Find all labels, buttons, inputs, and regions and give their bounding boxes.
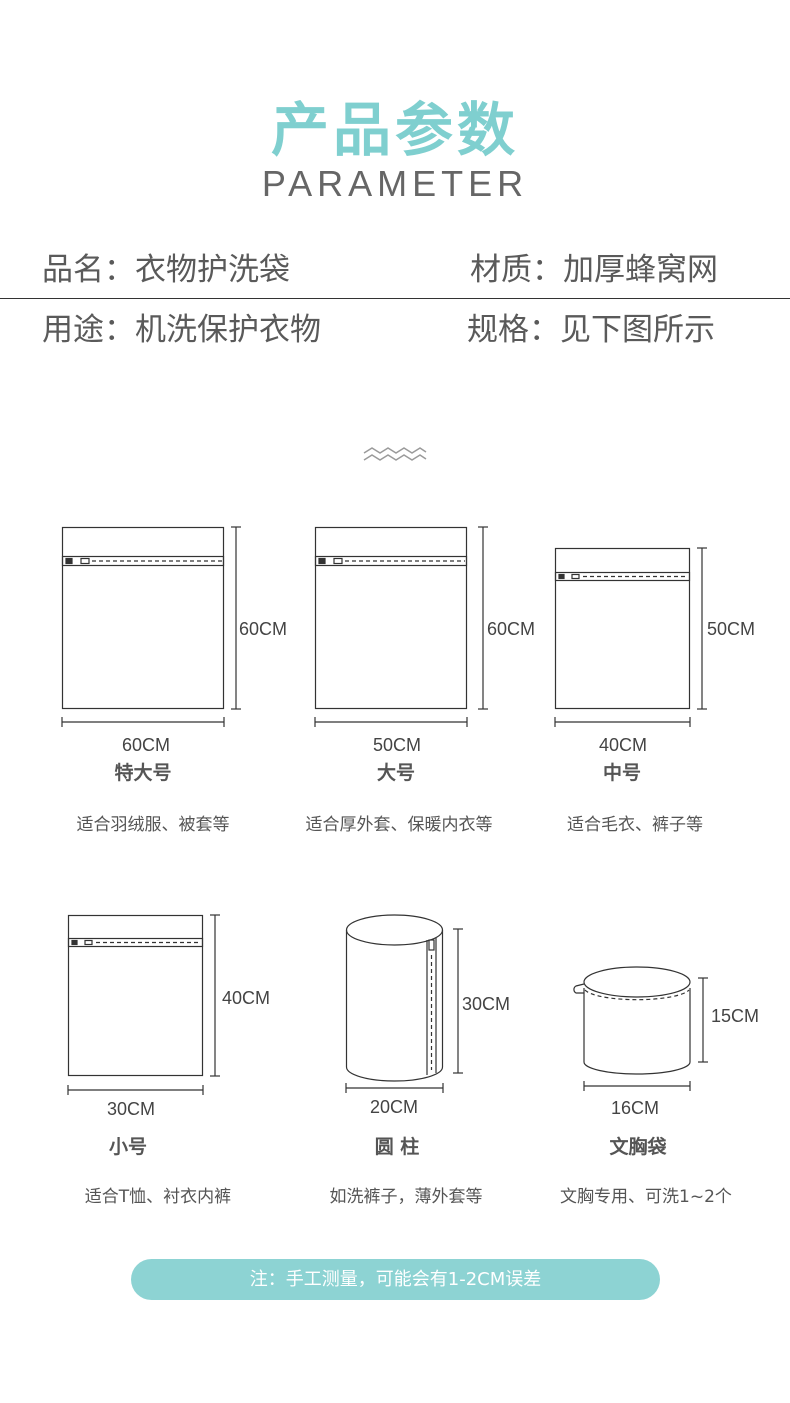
- s-bag-outline: [67, 914, 220, 1095]
- xl-width-label: 60CM: [122, 735, 171, 755]
- page-title: 产品参数: [270, 96, 519, 164]
- cylinder-size-name: 圆 柱: [374, 1136, 420, 1158]
- spec-size: 规格：见下图所示: [467, 312, 715, 348]
- m-height-label: 50CM: [707, 619, 756, 639]
- m-bag-outline: [554, 547, 707, 727]
- l-width-label: 50CM: [373, 735, 422, 755]
- s-size-desc: 适合T恤、衬衣内裤: [84, 1187, 232, 1207]
- cylinder-bag-outline: [345, 914, 463, 1093]
- xl-bag-outline: [61, 526, 241, 727]
- l-bag-outline: [314, 526, 488, 727]
- page-subtitle: PARAMETER: [261, 163, 529, 204]
- bra-size-desc: 文胸专用、可洗1~2个: [560, 1187, 732, 1207]
- l-height-label: 60CM: [487, 619, 536, 639]
- spec-material: 材质：加厚蜂窝网: [470, 252, 718, 288]
- s-height-label: 40CM: [222, 988, 271, 1008]
- s-width-label: 30CM: [107, 1099, 156, 1119]
- cylinder-height-label: 30CM: [462, 994, 511, 1014]
- bra-width-label: 16CM: [611, 1098, 660, 1118]
- bra-height-label: 15CM: [711, 1006, 760, 1026]
- cylinder-size-desc: 如洗裤子，薄外套等: [329, 1187, 483, 1207]
- m-width-label: 40CM: [599, 735, 648, 755]
- m-size-name: 中号: [602, 762, 641, 784]
- spec-product-name: 品名：衣物护洗袋: [42, 252, 290, 288]
- measurement-note: 注：手工测量，可能会有1-2CM误差: [131, 1259, 660, 1300]
- spec-divider: [0, 298, 790, 299]
- m-size-desc: 适合毛衣、裤子等: [567, 815, 703, 835]
- bra-size-name: 文胸袋: [609, 1136, 667, 1158]
- bra-bag-outline: [573, 966, 708, 1091]
- l-size-name: 大号: [376, 762, 415, 784]
- spec-usage: 用途：机洗保护衣物: [42, 312, 321, 348]
- s-size-name: 小号: [108, 1136, 147, 1158]
- xl-height-label: 60CM: [239, 619, 288, 639]
- wave-icon: [363, 447, 427, 461]
- xl-size-desc: 适合羽绒服、被套等: [76, 815, 230, 835]
- cylinder-width-label: 20CM: [370, 1097, 419, 1117]
- xl-size-name: 特大号: [114, 762, 172, 784]
- l-size-desc: 适合厚外套、保暖内衣等: [305, 815, 493, 835]
